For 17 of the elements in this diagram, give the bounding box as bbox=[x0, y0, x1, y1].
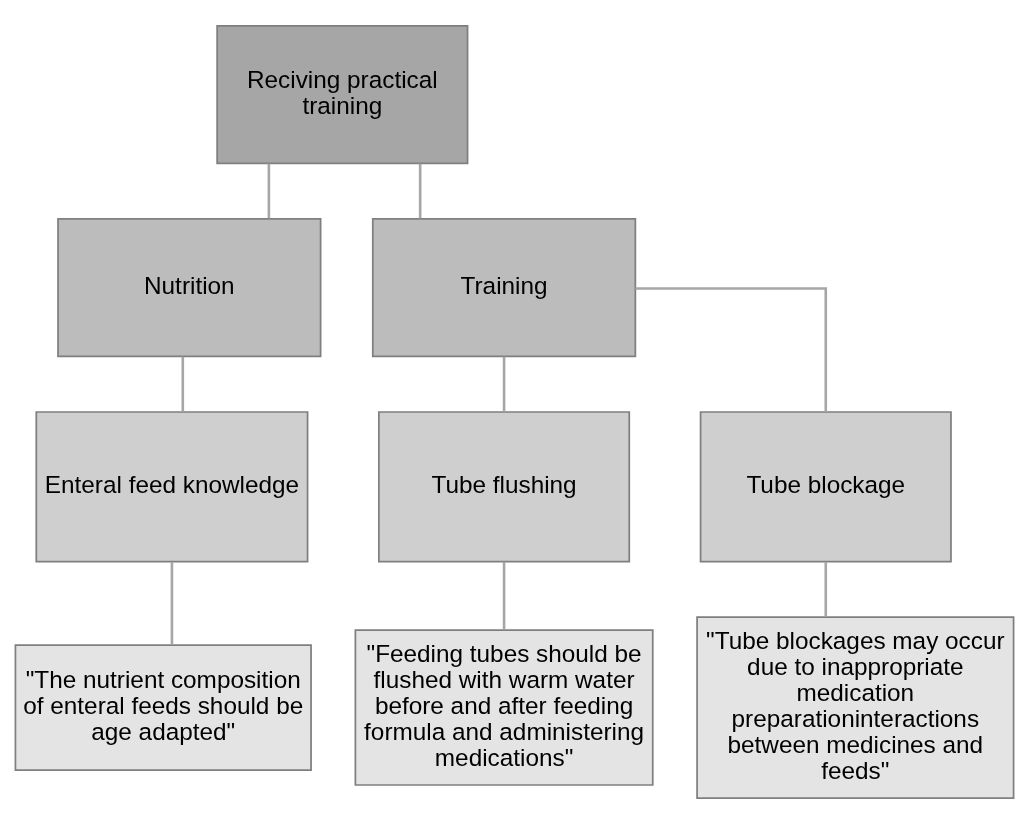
node-box: Tube blockage bbox=[699, 410, 952, 562]
connector bbox=[170, 561, 174, 644]
connector bbox=[267, 163, 271, 218]
connector bbox=[502, 561, 506, 630]
node-box: Tube flushing bbox=[378, 410, 631, 562]
node-box: "Tube blockages may occur due to inappropriate medication preparationinteractions between medicines and feeds" bbox=[696, 615, 1015, 799]
node-box: Enteral feed knowledge bbox=[35, 410, 309, 562]
connector bbox=[824, 561, 828, 617]
node-box: Training bbox=[371, 217, 637, 357]
node-box: Nutrition bbox=[57, 217, 322, 357]
node-box: "The nutrient composition of enteral feeds should be age adapted" bbox=[14, 643, 312, 771]
connector bbox=[635, 286, 828, 412]
node-box: Reciving practical training bbox=[216, 24, 469, 164]
connector bbox=[418, 163, 422, 218]
connector bbox=[502, 356, 506, 412]
node-box: "Feeding tubes should be flushed with warm water before and after feeding formula and administering medications" bbox=[354, 628, 654, 786]
connector bbox=[181, 356, 185, 412]
